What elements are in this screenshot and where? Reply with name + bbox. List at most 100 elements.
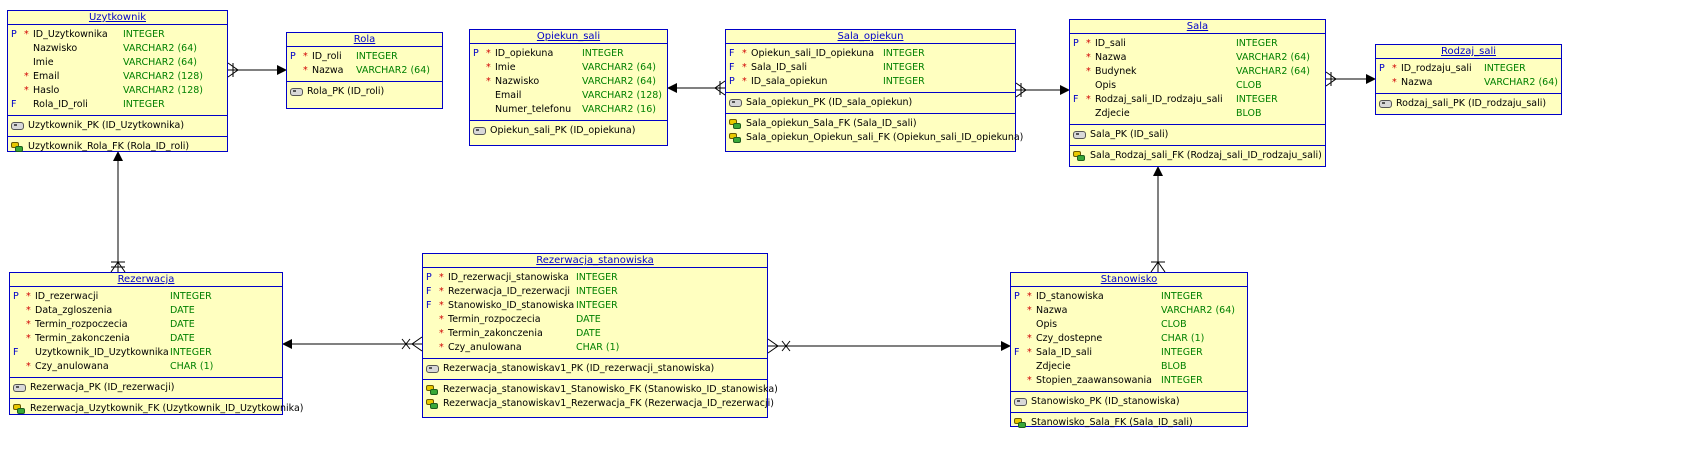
foreign-key-icon xyxy=(426,399,438,409)
column-name: Stanowisko_ID_stanowiska xyxy=(448,300,575,311)
column-name: Rodzaj_sali_ID_rodzaju_sali xyxy=(1095,94,1223,105)
mandatory-marker: * xyxy=(26,361,31,372)
column-type: INTEGER xyxy=(170,347,212,358)
column-name: Zdjecie xyxy=(1036,361,1071,372)
mandatory-marker: * xyxy=(26,291,31,302)
primary-key-row: Opiekun_sali_PK (ID_opiekuna) xyxy=(473,124,667,138)
constraint-name: Rezerwacja_stanowiskav1_Rezerwacja_FK (R… xyxy=(443,398,774,409)
key-icon xyxy=(1014,398,1027,406)
primary-key-section: Rola_PK (ID_roli) xyxy=(287,82,442,102)
primary-key-section: Sala_PK (ID_sali) xyxy=(1070,125,1325,145)
entity-title: Opiekun_sali xyxy=(470,30,667,44)
column-name: Imie xyxy=(33,57,54,68)
mandatory-marker: * xyxy=(1392,77,1397,88)
key-icon xyxy=(729,99,742,107)
mandatory-marker: * xyxy=(303,65,308,76)
column-type: VARCHAR2 (64) xyxy=(1236,52,1310,63)
column-type: CLOB xyxy=(1236,80,1262,91)
primary-key-row: Sala_opiekun_PK (ID_sala_opiekun) xyxy=(729,96,1015,110)
column-name: Czy_anulowana xyxy=(448,342,522,353)
entity-title: Stanowisko xyxy=(1011,273,1247,287)
foreign-key-row: Stanowisko_Sala_FK (Sala_ID_sali) xyxy=(1014,416,1247,430)
column-type: INTEGER xyxy=(1161,291,1203,302)
column-type: INTEGER xyxy=(883,62,925,73)
constraint-name: Sala_opiekun_Opiekun_sali_FK (Opiekun_sa… xyxy=(746,132,1024,143)
foreign-key-icon xyxy=(1014,418,1026,428)
mandatory-marker: * xyxy=(1027,291,1032,302)
column-name: Nazwa xyxy=(312,65,344,76)
column-name: Uzytkownik_ID_Uzytkownika xyxy=(35,347,169,358)
key-marker: P xyxy=(729,76,735,87)
column-type: BLOB xyxy=(1161,361,1187,372)
foreign-key-section: Rezerwacja_Uzytkownik_FK (Uzytkownik_ID_… xyxy=(10,398,304,419)
column-name: Opis xyxy=(1095,80,1117,91)
key-icon xyxy=(11,122,24,130)
mandatory-marker: * xyxy=(486,48,491,59)
column-name: Email xyxy=(33,71,60,82)
foreign-key-row: Rezerwacja_stanowiskav1_Rezerwacja_FK (R… xyxy=(426,397,774,411)
foreign-key-section: Rezerwacja_stanowiskav1_Stanowisko_FK (S… xyxy=(423,379,778,414)
key-marker: P xyxy=(11,29,17,40)
key-marker: P xyxy=(1379,63,1385,74)
key-marker: P xyxy=(473,48,479,59)
mandatory-marker: * xyxy=(742,62,747,73)
mandatory-marker: * xyxy=(1086,66,1091,77)
mandatory-marker: * xyxy=(486,62,491,73)
key-marker: P xyxy=(1073,38,1079,49)
column-name: Opis xyxy=(1036,319,1058,330)
mandatory-marker: * xyxy=(26,333,31,344)
column-name: Nazwisko xyxy=(495,76,540,87)
constraint-name: Rodzaj_sali_PK (ID_rodzaju_sali) xyxy=(1396,98,1547,109)
column-type: VARCHAR2 (64) xyxy=(582,62,656,73)
key-marker: F xyxy=(1073,94,1079,105)
column-type: INTEGER xyxy=(123,29,165,40)
column-name: Nazwa xyxy=(1401,77,1433,88)
constraint-name: Uzytkownik_PK (ID_Uzytkownika) xyxy=(28,120,185,131)
relation-salaopiekun-sala xyxy=(1015,82,1070,98)
key-icon xyxy=(473,127,486,135)
key-icon xyxy=(290,88,303,96)
column-type: DATE xyxy=(170,319,195,330)
primary-key-section: Rezerwacja_stanowiskav1_PK (ID_rezerwacj… xyxy=(423,359,767,379)
foreign-key-row: Rezerwacja_Uzytkownik_FK (Uzytkownik_ID_… xyxy=(13,402,304,416)
relation-stanowisko-sala xyxy=(1150,166,1166,273)
foreign-key-icon xyxy=(426,385,438,395)
mandatory-marker: * xyxy=(439,328,444,339)
constraint-name: Rola_PK (ID_roli) xyxy=(307,86,385,97)
key-icon xyxy=(13,384,26,392)
mandatory-marker: * xyxy=(1086,38,1091,49)
mandatory-marker: * xyxy=(24,85,29,96)
mandatory-marker: * xyxy=(1027,375,1032,386)
foreign-key-icon xyxy=(13,404,25,414)
constraint-name: Rezerwacja_stanowiskav1_Stanowisko_FK (S… xyxy=(443,384,778,395)
column-type: INTEGER xyxy=(1236,38,1278,49)
mandatory-marker: * xyxy=(26,305,31,316)
column-type: CHAR (1) xyxy=(170,361,214,372)
foreign-key-icon xyxy=(1073,151,1085,161)
